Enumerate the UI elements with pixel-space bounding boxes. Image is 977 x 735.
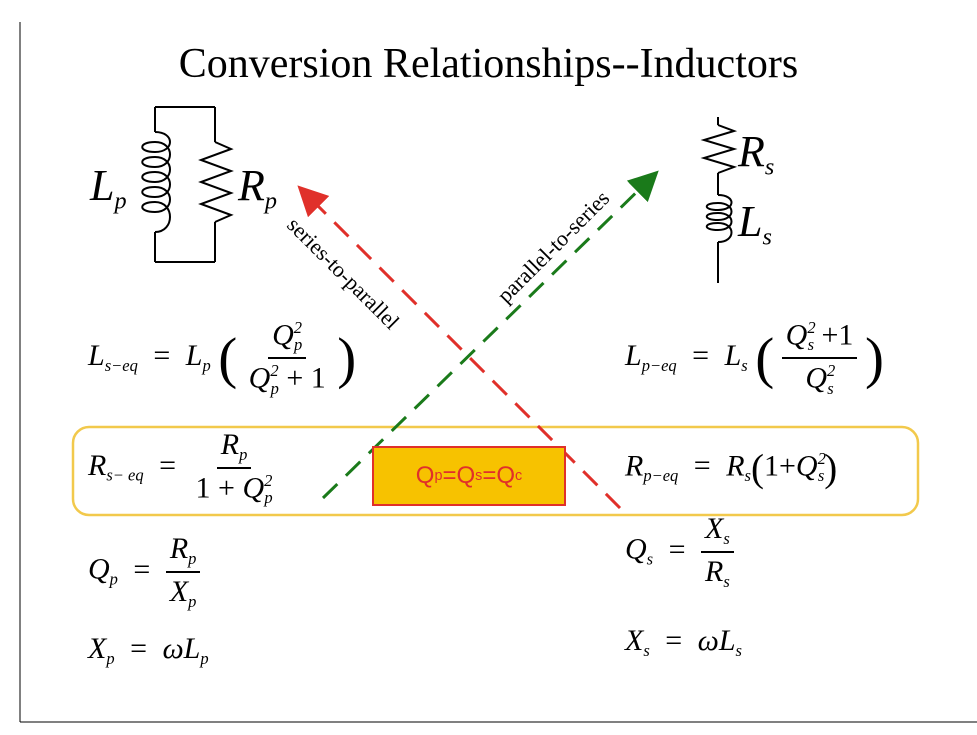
ls-eq-equation: Ls−eq = Lp ( Q2p Q2p + 1 ): [88, 318, 357, 398]
parallel-resistor-label: Rp: [238, 161, 277, 215]
slide-title: Conversion Relationships--Inductors: [178, 41, 799, 87]
xs-equation: Xs = ωLs: [625, 624, 742, 660]
series-resistor-label: Rs: [738, 127, 775, 181]
series-inductor-label: Ls: [738, 197, 772, 251]
parallel-to-series-arrow: [321, 170, 659, 500]
rs-eq-equation: Rs− eq = Rp 1 + Q2p: [88, 428, 273, 508]
lp-eq-equation: Lp−eq = Ls ( Q2s +1 Q2s ): [625, 318, 884, 398]
parallel-inductor-label: Lp: [90, 161, 127, 215]
series-to-parallel-arrow: [297, 185, 622, 510]
qp-equation: Qp = Rp Xp: [88, 532, 201, 612]
qs-equation: Qs = Xs Rs: [625, 512, 734, 592]
xp-equation: Xp = ωLp: [88, 632, 209, 668]
rp-eq-equation: Rp−eq = Rs(1+Q2s): [625, 447, 838, 490]
